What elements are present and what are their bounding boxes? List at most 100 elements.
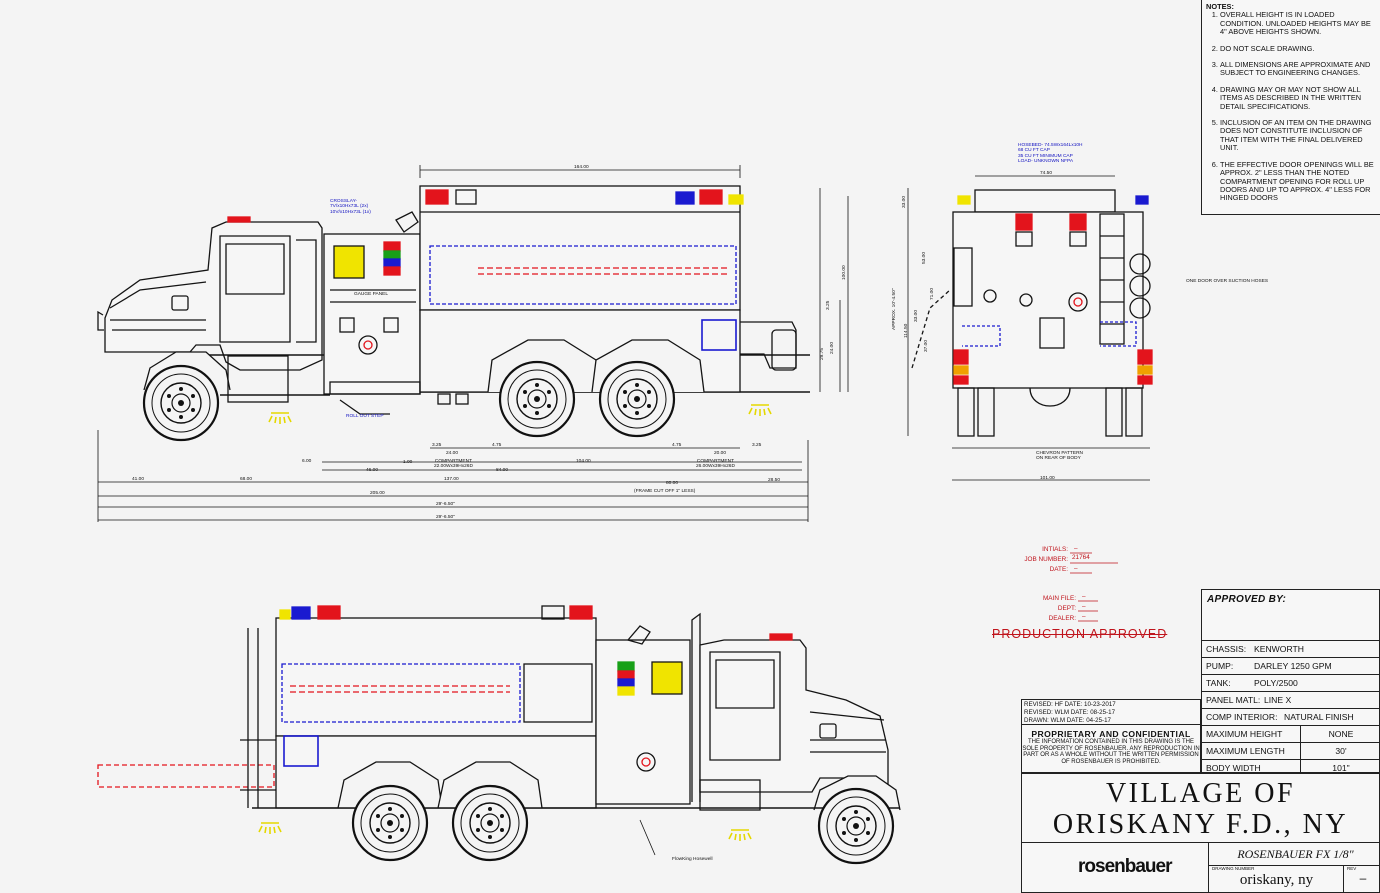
dim-46: 46.00 bbox=[366, 468, 379, 473]
spec-key: PANEL MATL: bbox=[1206, 695, 1261, 705]
spec-value: LINE X bbox=[1264, 695, 1292, 705]
date-label: DATE: bbox=[1049, 566, 1068, 573]
notes-heading: NOTES: bbox=[1206, 2, 1234, 11]
dim-h33: 33.00 bbox=[902, 195, 907, 208]
comp1-title: COMPARTMENT bbox=[434, 459, 473, 464]
model-scale: ROSENBAUER FX 1/8" bbox=[1208, 843, 1380, 866]
dealer-value: – bbox=[1082, 613, 1086, 620]
note-item: INCLUSION OF AN ITEM ON THE DRAWING DOES… bbox=[1220, 118, 1376, 153]
spec-value: 30' bbox=[1300, 743, 1380, 760]
dim-3-25b: 3.25 bbox=[752, 443, 762, 448]
dealer-label: DEALER: bbox=[1048, 615, 1076, 622]
flowking-hosewell-label: FlowKing Hosewell bbox=[672, 857, 713, 862]
hosebed-label: HOSEBED- 74.5Wx164Lx10H bbox=[1018, 143, 1083, 148]
title-block: VILLAGE OF ORISKANY F.D., NY bbox=[1021, 773, 1380, 843]
hosebed-b: 35 CU FT MINIMUM CAP bbox=[1018, 153, 1073, 159]
spec-value: KENWORTH bbox=[1254, 644, 1304, 654]
dim-137: 137.00 bbox=[444, 477, 459, 482]
spec-value: 101" bbox=[1300, 760, 1380, 777]
dim-4-75b: 4.75 bbox=[672, 443, 682, 448]
dim-overall-1: 29'-6.50" bbox=[436, 502, 455, 507]
revision-block: REVISED: HF DATE: 10-23-2017 REVISED: WL… bbox=[1021, 699, 1201, 725]
chevron-label: CHEVRON PATTERN bbox=[1036, 451, 1083, 456]
initials-value: – bbox=[1074, 545, 1078, 552]
specs-panel: APPROVED BY: CHASSIS:KENWORTH PUMP:DARLE… bbox=[1201, 589, 1380, 777]
notes-panel: NOTES: OVERALL HEIGHT IS IN LOADED CONDI… bbox=[1201, 0, 1380, 215]
drawing-number: oriskany, ny bbox=[1239, 872, 1314, 888]
rev-cell: REV – bbox=[1343, 865, 1380, 893]
dim-r37: 37.00 bbox=[924, 339, 929, 352]
job-number-label: JOB NUMBER: bbox=[1024, 556, 1068, 563]
dim-r71: 71.00 bbox=[930, 287, 935, 300]
spec-row-interior: COMP INTERIOR: NATURAL FINISH bbox=[1202, 708, 1380, 725]
spec-value: NONE bbox=[1300, 726, 1380, 743]
spec-key: TANK: bbox=[1206, 678, 1231, 688]
dimension-lines-top bbox=[97, 165, 849, 522]
notes-list: OVERALL HEIGHT IS IN LOADED CONDITION. U… bbox=[1206, 11, 1376, 202]
spec-value: DARLEY 1250 GPM bbox=[1254, 661, 1332, 671]
spec-key: COMP INTERIOR: bbox=[1206, 712, 1278, 722]
production-approved-stamp: PRODUCTION APPROVED bbox=[992, 627, 1168, 641]
drawing-info-block: rosenbauer ROSENBAUER FX 1/8" DRAWING NU… bbox=[1021, 843, 1380, 893]
dim-41: 41.00 bbox=[132, 477, 145, 482]
dim-74-50: 74.50 bbox=[1040, 171, 1053, 176]
spec-key: MAXIMUM LENGTH bbox=[1206, 746, 1285, 756]
main-file-label: MAIN FILE: bbox=[1042, 595, 1076, 602]
dim-h3-25: 3.25 bbox=[826, 300, 831, 310]
spec-row-chassis: CHASSIS:KENWORTH bbox=[1202, 640, 1380, 657]
revision-row: REVISED: WLM DATE: 08-25-17 bbox=[1024, 709, 1116, 716]
job-number-value: 21764 bbox=[1072, 554, 1090, 561]
dim-20: 20.00 bbox=[714, 451, 727, 456]
revision-row: DRAWN: WLM DATE: 04-25-17 bbox=[1024, 717, 1111, 724]
dept-label: DEPT: bbox=[1057, 605, 1076, 612]
dim-104: 104.00 bbox=[576, 459, 591, 464]
dim-164: 164.00 bbox=[574, 165, 589, 170]
crosslay-a: 7V/x10Hx73L (2x) bbox=[330, 204, 369, 210]
initials-label: INTIALS: bbox=[1042, 546, 1068, 553]
title-line-2: ORISKANY F.D., NY bbox=[1052, 809, 1349, 840]
hosebed-c: LOAD- UNKNOWN NFPA bbox=[1018, 159, 1074, 165]
dim-80: 80.00 bbox=[666, 481, 679, 486]
dim-24: 24.00 bbox=[446, 451, 459, 456]
gauge-panel-label: GAUGE PANEL bbox=[354, 292, 389, 297]
door-over-suction-label: ONE DOOR OVER SUCTION HOSES bbox=[1186, 279, 1269, 284]
dim-r53: 53.00 bbox=[922, 251, 927, 264]
spec-row-pump: PUMP: DARLEY 1250 GPM bbox=[1202, 657, 1380, 674]
dim-1: 1.00 bbox=[403, 460, 413, 465]
dim-205: 205.00 bbox=[370, 491, 385, 496]
note-item: THE EFFECTIVE DOOR OPENINGS WILL BE APPR… bbox=[1220, 160, 1376, 203]
dim-h24: 24.00 bbox=[830, 341, 835, 354]
note-item: OVERALL HEIGHT IS IN LOADED CONDITION. U… bbox=[1220, 11, 1376, 36]
note-item: DO NOT SCALE DRAWING. bbox=[1220, 44, 1376, 53]
dept-value: – bbox=[1082, 603, 1086, 610]
dim-h29-75: 29.75 bbox=[820, 347, 825, 360]
spec-row-max-length: MAXIMUM LENGTH 30' bbox=[1202, 742, 1380, 760]
main-file-value: – bbox=[1082, 593, 1086, 600]
proprietary-notice: PROPRIETARY AND CONFIDENTIAL THE INFORMA… bbox=[1021, 725, 1201, 773]
spec-key: BODY WIDTH bbox=[1206, 763, 1261, 773]
brand-name: rosenbauer bbox=[1078, 856, 1172, 877]
dim-overall-2: 29'-6.50" bbox=[436, 515, 455, 520]
dim-4-75a: 4.75 bbox=[492, 443, 502, 448]
spec-row-tank: TANK:POLY/2500 bbox=[1202, 674, 1380, 691]
spec-value: NATURAL FINISH bbox=[1284, 712, 1354, 722]
dim-6: 6.00 bbox=[302, 459, 312, 464]
dim-r33: 33.00 bbox=[914, 309, 919, 322]
dim-101: 101.00 bbox=[1040, 476, 1055, 481]
spec-key: PUMP: bbox=[1206, 661, 1234, 671]
revision-row: REVISED: HF DATE: 10-23-2017 bbox=[1024, 701, 1116, 708]
note-item: ALL DIMENSIONS ARE APPROXIMATE AND SUBJE… bbox=[1220, 60, 1376, 78]
rev-value: – bbox=[1359, 871, 1367, 885]
proprietary-title: PROPRIETARY AND CONFIDENTIAL bbox=[1031, 729, 1191, 739]
chevron-label-b: ON REAR OF BODY bbox=[1036, 456, 1081, 462]
proprietary-text: THE INFORMATION CONTAINED IN THIS DRAWIN… bbox=[1022, 739, 1200, 765]
side-view-officer bbox=[97, 605, 901, 811]
title-line-1: VILLAGE OF bbox=[1105, 778, 1296, 809]
comp2-size: 26.00Wx39Hx26D bbox=[696, 464, 735, 470]
